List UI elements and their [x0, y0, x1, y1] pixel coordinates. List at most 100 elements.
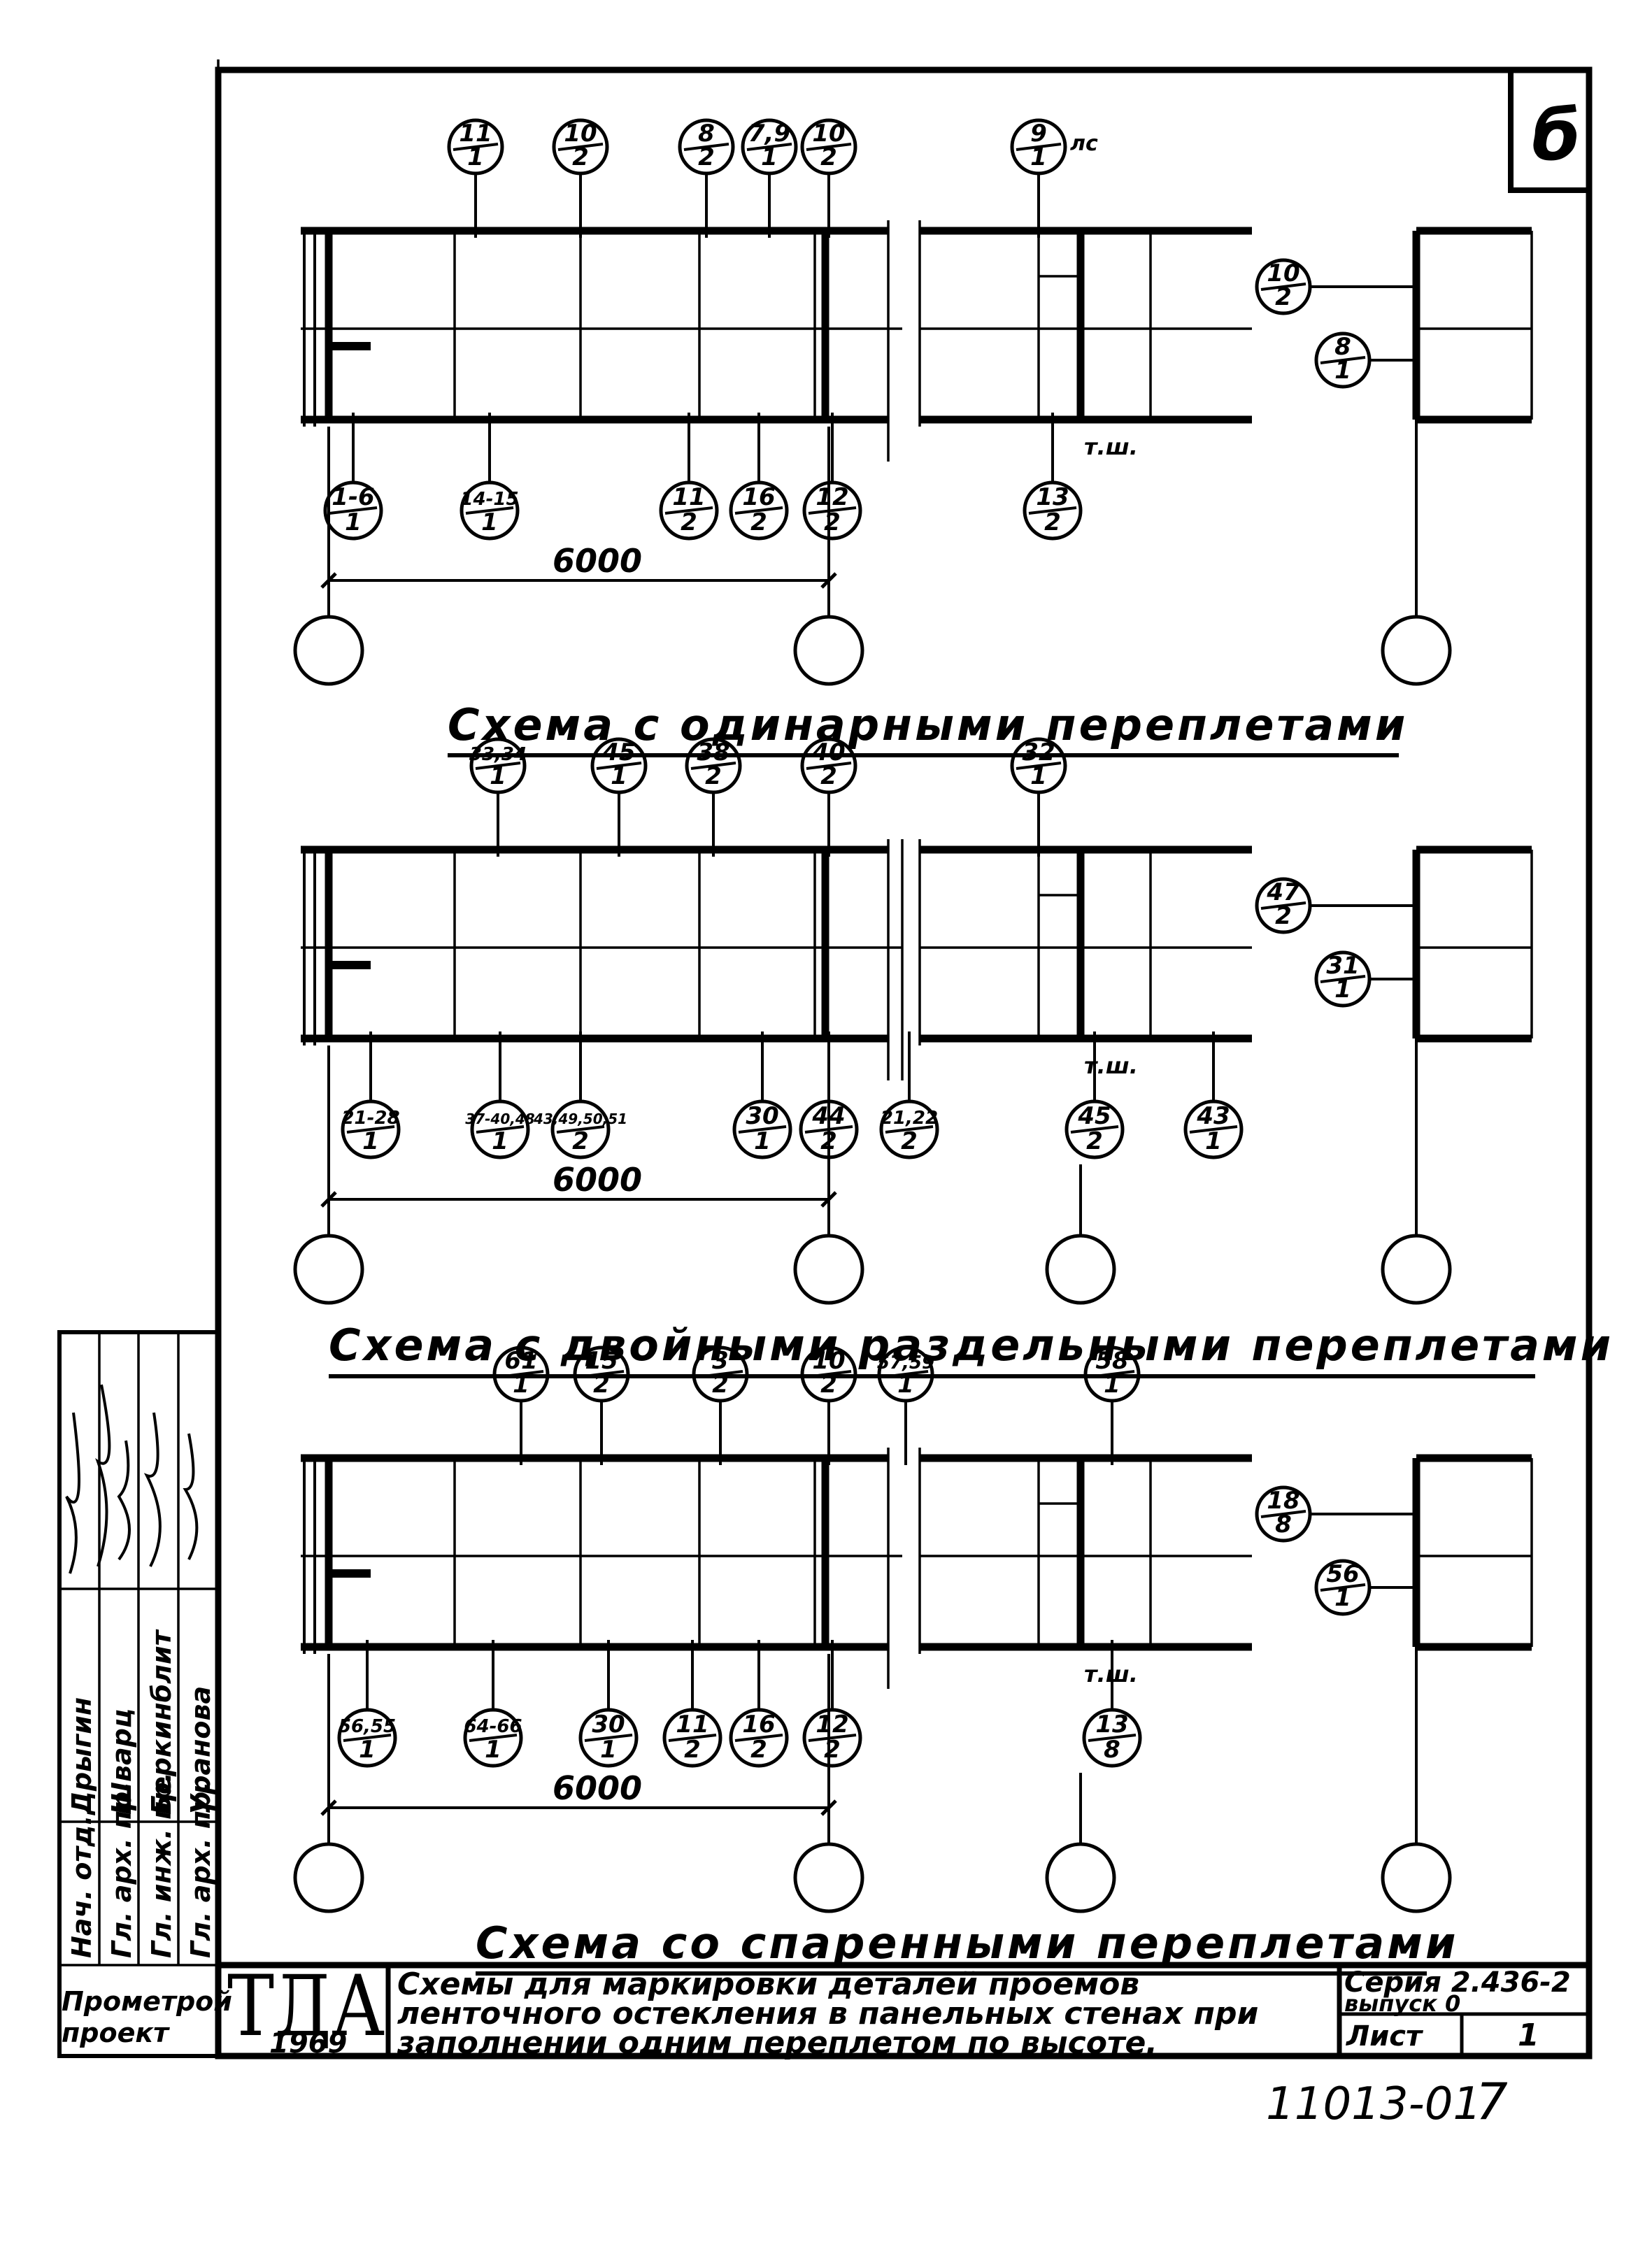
approval-stamp: Нач. отд.Дрыгин Гл. арх. пр.Шварц Гл. ин…: [57, 1330, 232, 2058]
top-mark-1-number: 45: [601, 738, 635, 766]
top-mark-3-number: 7,9: [748, 120, 790, 148]
bottom-mark-0-number: 1-6: [332, 483, 374, 511]
dimension-label: 6000: [553, 1769, 642, 1807]
side-mark-0-number: 10: [1267, 259, 1299, 287]
side-mark-0-sheet: 2: [1275, 902, 1292, 930]
scheme-title-coupled: Схема со спаренными переплетами: [476, 1918, 1458, 1969]
side-mark-0-number: 47: [1266, 878, 1300, 906]
bottom-mark-1-divider: [476, 1125, 525, 1134]
bottom-mark-6-number: 45: [1077, 1102, 1111, 1130]
bottom-mark-5-sheet: 2: [901, 1127, 918, 1155]
stamp-role-2: Гл. арх. пр.: [106, 1781, 137, 1958]
stamp-sheet-number: 1: [1518, 2018, 1539, 2053]
document-number: 11013-01: [1266, 2078, 1481, 2130]
axis-circle: [293, 615, 364, 686]
bottom-mark-4-sheet: 2: [750, 1736, 767, 1764]
bottom-mark-4-divider: [734, 1734, 783, 1742]
top-mark-3-divider: [746, 143, 792, 151]
top-mark-0-divider: [453, 143, 499, 151]
bottom-mark-2-divider: [584, 1734, 633, 1742]
stamp-desc-line1: Схемы для маркировки деталей проемов: [397, 1966, 1139, 2002]
top-mark-1-divider: [557, 143, 604, 151]
axis-circle: [1381, 1234, 1452, 1305]
top-mark-extra: лс: [1070, 131, 1098, 156]
stamp-desc-line3: заполнении одним переплетом по высоте.: [397, 2025, 1158, 2061]
joint-label: т.ш.: [1084, 434, 1138, 460]
sheet-frame: [215, 66, 1593, 2059]
top-mark-4-number: 32: [1022, 738, 1055, 766]
top-mark-2-divider: [690, 762, 736, 770]
bottom-mark-6-sheet: 8: [1104, 1736, 1120, 1764]
top-mark-0-sheet: 1: [490, 762, 506, 790]
sheet-letter: б: [1532, 94, 1581, 176]
top-mark-0-divider: [475, 762, 521, 770]
sheet-letter-box: [1508, 70, 1589, 193]
top-mark-5-number: 58: [1095, 1347, 1128, 1375]
bottom-mark-5-divider: [885, 1125, 934, 1134]
axis-circle: [793, 615, 864, 686]
top-mark-4-sheet: 2: [820, 143, 837, 171]
side-mark-1-sheet: 1: [1334, 1584, 1351, 1612]
side-mark-0-divider: [1260, 283, 1306, 291]
side-mark-0-sheet: 2: [1275, 283, 1292, 311]
bottom-mark-0-sheet: 1: [345, 508, 362, 536]
stamp-role-4: Гл. арх. пр.: [185, 1781, 216, 1958]
bottom-mark-2-sheet: 2: [681, 508, 697, 536]
bottom-mark-6-number: 13: [1095, 1711, 1128, 1739]
dimension-label: 6000: [553, 1161, 642, 1199]
bottom-mark-2-divider: [556, 1125, 605, 1134]
bottom-mark-0-divider: [329, 506, 378, 515]
top-mark-2-number: 3: [712, 1347, 729, 1375]
bottom-mark-5-number: 13: [1036, 483, 1069, 511]
bottom-mark-2-number: 43,49,50,51: [533, 1111, 627, 1127]
top-mark-4-number: 10: [812, 120, 845, 148]
bottom-mark-7-number: 43: [1196, 1102, 1230, 1130]
side-mark-1-sheet: 1: [1334, 357, 1351, 385]
bottom-mark-0-number: 21-28: [341, 1108, 399, 1129]
top-mark-4-sheet: 1: [1030, 762, 1047, 790]
stamp-name-2: Шварц: [106, 1708, 137, 1815]
top-mark-1-number: 15: [585, 1347, 618, 1375]
side-mark-0-number: 18: [1267, 1487, 1299, 1515]
top-mark-3-divider: [806, 762, 852, 770]
bottom-mark-1-divider: [465, 506, 514, 515]
top-mark-0-number: 61: [504, 1347, 537, 1375]
top-mark-2-number: 38: [697, 738, 729, 766]
top-mark-3-number: 40: [811, 738, 845, 766]
stamp-role-1: Нач. отд.: [66, 1815, 97, 1958]
bottom-mark-3-number: 11: [676, 1711, 708, 1739]
top-mark-1-number: 10: [564, 120, 597, 148]
top-mark-2-sheet: 2: [698, 143, 715, 171]
axis-circle: [1045, 1842, 1116, 1913]
bottom-mark-1-sheet: 1: [481, 508, 498, 536]
stamp-logo: ТДА: [227, 1958, 385, 2055]
bottom-mark-4-number: 12: [816, 483, 848, 511]
bottom-mark-1-number: 64-66: [464, 1716, 522, 1737]
bottom-mark-7-divider: [1189, 1125, 1238, 1134]
side-mark-1-divider: [1320, 975, 1366, 983]
top-mark-2-sheet: 2: [705, 762, 722, 790]
stamp-role-3: Гл. инж. пр.: [146, 1772, 177, 1958]
bottom-mark-2-divider: [664, 506, 713, 515]
bottom-mark-6-sheet: 2: [1086, 1127, 1103, 1155]
side-mark-1-number: 31: [1326, 952, 1359, 980]
side-mark-0-divider: [1260, 1510, 1306, 1518]
scheme-title-single: Схема с одинарными переплетами: [448, 699, 1408, 750]
joint-label: т.ш.: [1084, 1052, 1138, 1079]
top-mark-4-divider: [1016, 762, 1062, 770]
bottom-mark-0-sheet: 1: [362, 1127, 379, 1155]
bottom-mark-0-number: 56,55: [339, 1716, 396, 1737]
bottom-mark-3-number: 30: [746, 1102, 778, 1130]
bottom-mark-5-sheet: 2: [1044, 508, 1061, 536]
bottom-mark-5-divider: [1028, 506, 1077, 515]
bottom-mark-2-sheet: 1: [600, 1736, 617, 1764]
stamp-issue: выпуск 0: [1344, 1990, 1460, 2017]
scheme-coupled-sash: 6111523210257,59158156,55164-66130111216…: [293, 1345, 1533, 1913]
bottom-mark-3-sheet: 2: [684, 1736, 701, 1764]
top-mark-4-divider: [806, 143, 852, 151]
stamp-name-3: Беркинблит: [146, 1629, 177, 1815]
top-mark-1-sheet: 1: [611, 762, 627, 790]
top-mark-1-sheet: 2: [572, 143, 589, 171]
